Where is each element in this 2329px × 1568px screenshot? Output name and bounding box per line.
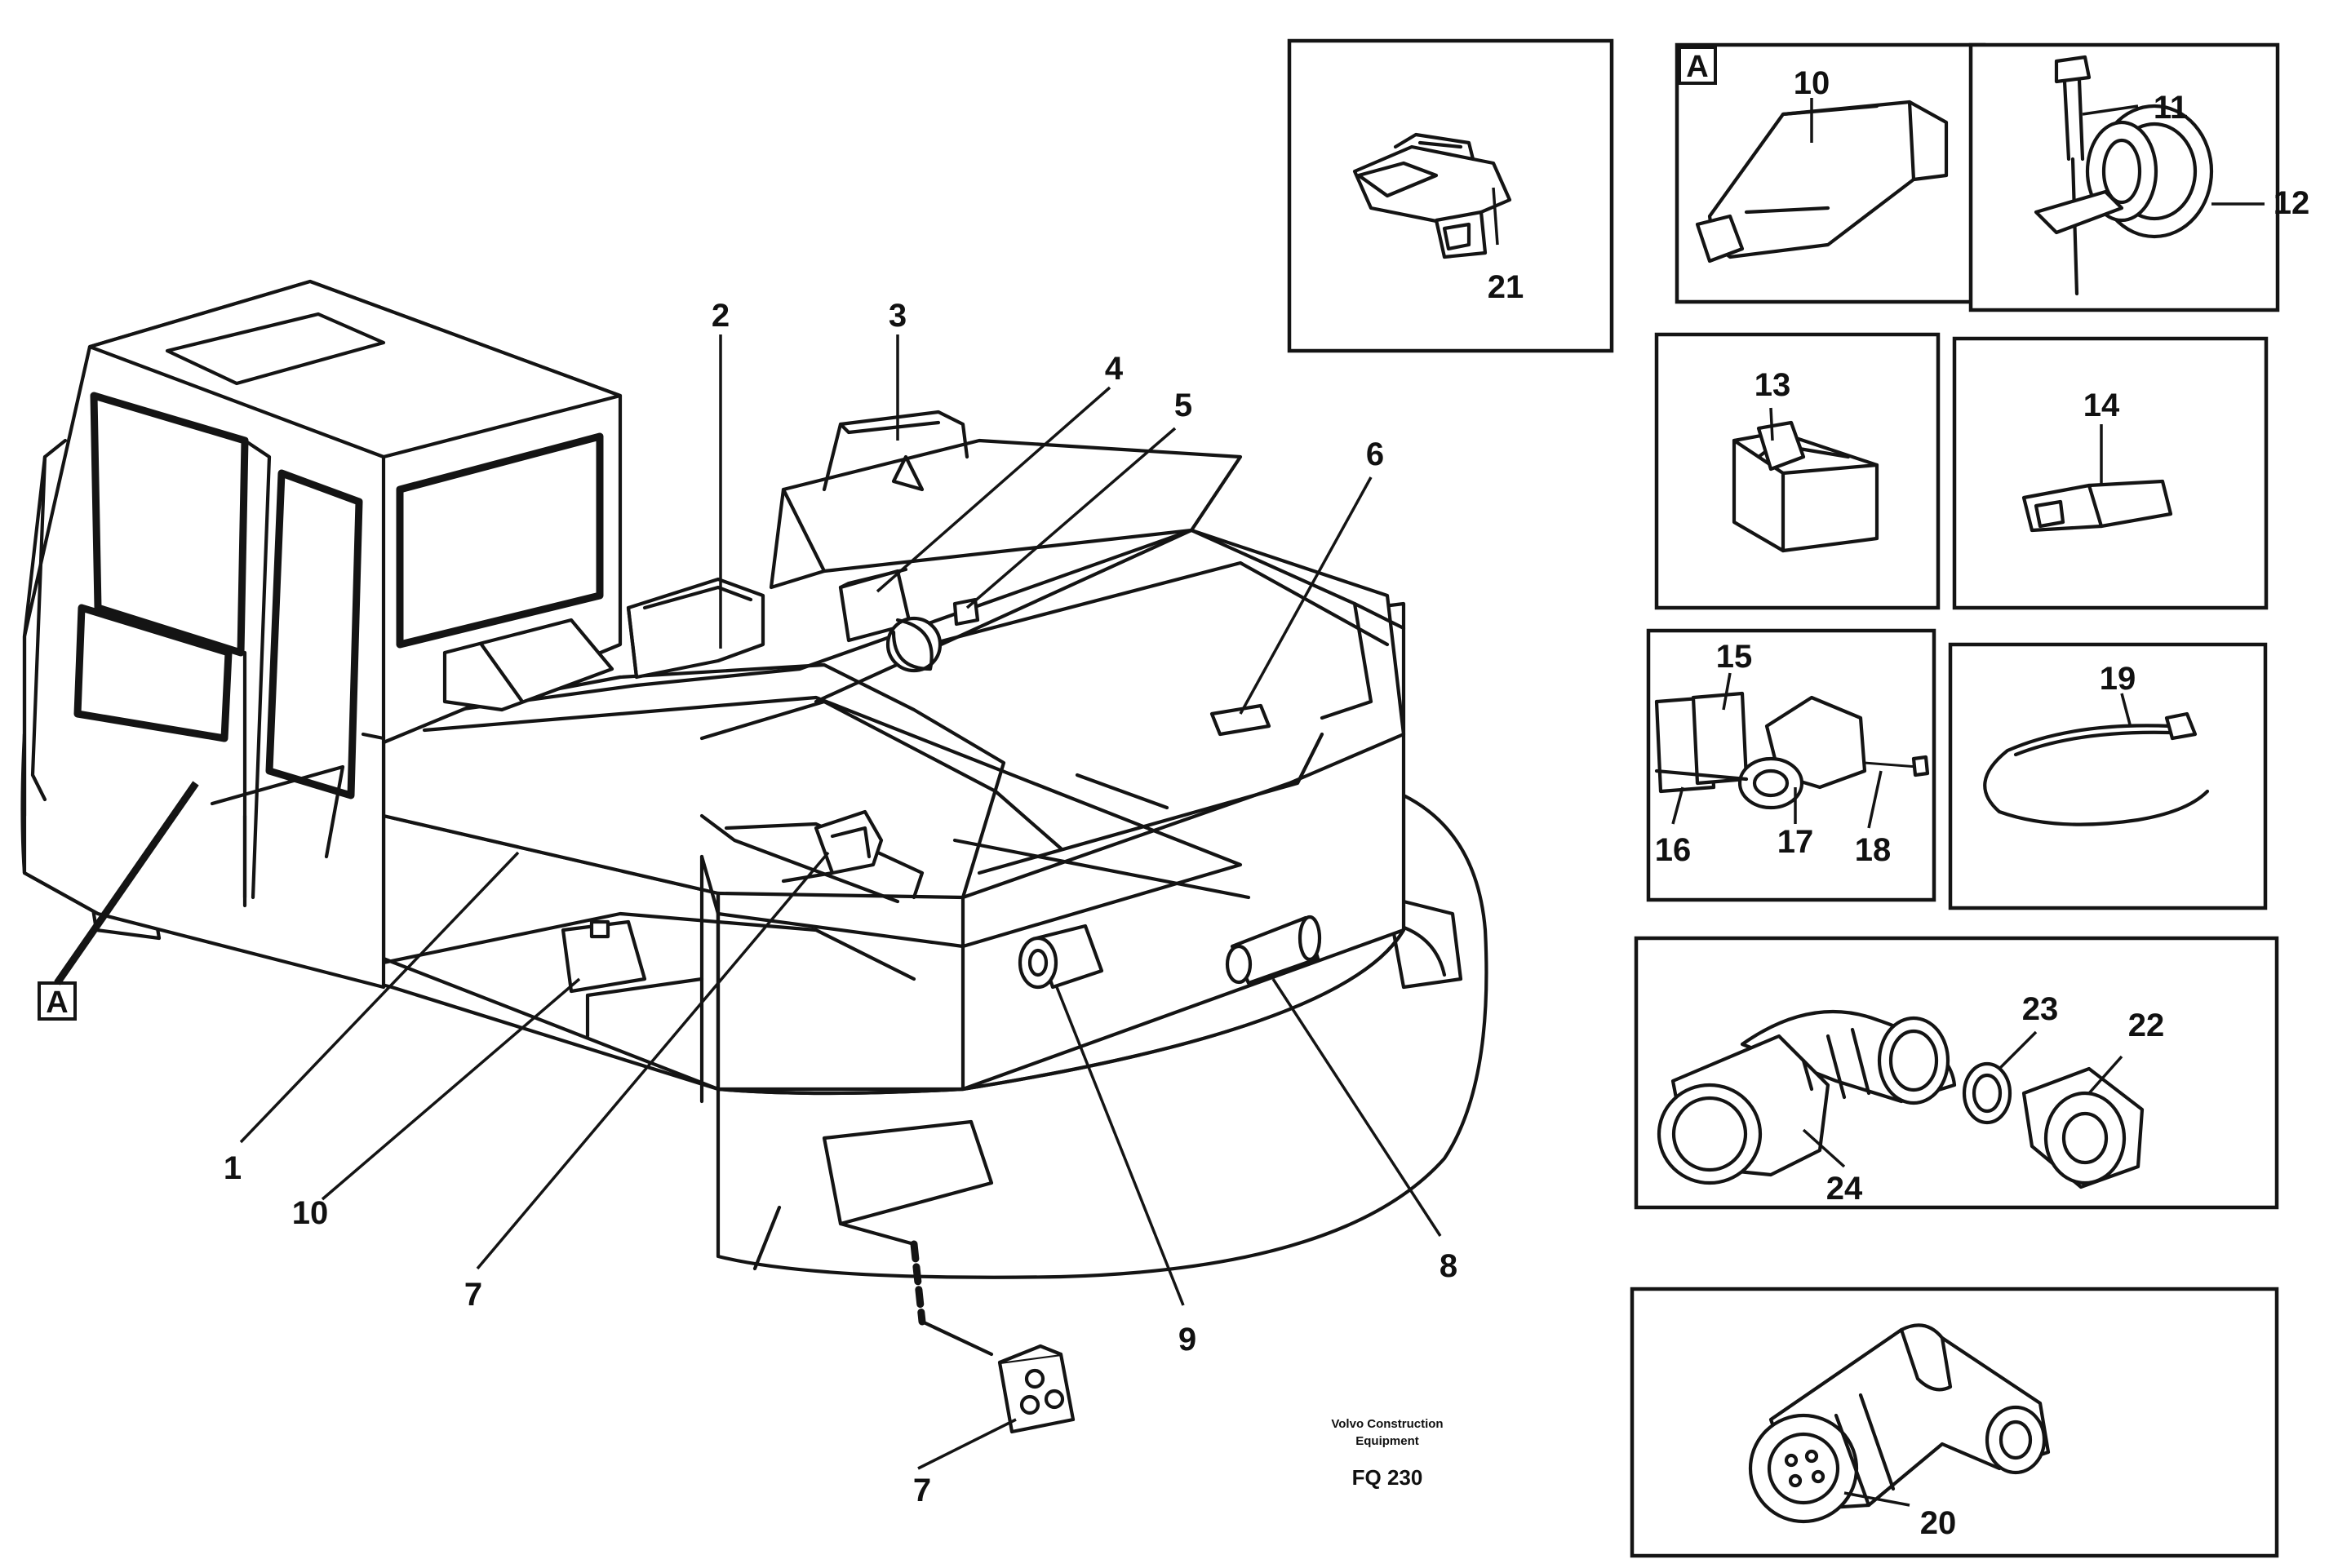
callout-2: 2 bbox=[712, 298, 730, 334]
component-9-connector bbox=[1018, 924, 1104, 990]
callout-8: 8 bbox=[1440, 1248, 1457, 1284]
detail-panel-11: A bbox=[1675, 42, 1986, 304]
callout-7-lower: 7 bbox=[913, 1473, 931, 1508]
callout-4: 4 bbox=[1105, 351, 1124, 387]
component-7-work-lamp bbox=[781, 809, 884, 884]
callout-13: 12 bbox=[2274, 185, 2310, 221]
detail-panel-20 bbox=[1948, 642, 2268, 910]
component-5-fan-unit bbox=[885, 597, 980, 673]
callout-7-upper: 7 bbox=[464, 1277, 482, 1313]
detail-panel-23-25 bbox=[1634, 936, 2279, 1210]
callout-10: 10 bbox=[292, 1195, 329, 1231]
caption-division: Equipment bbox=[1355, 1434, 1419, 1448]
component-2-fuse-box bbox=[626, 577, 765, 680]
detail-panel-16-19 bbox=[1646, 628, 1936, 902]
detail-panel-15 bbox=[1952, 336, 2269, 610]
component-7-rear-lamp bbox=[838, 1221, 1076, 1434]
component-10-switch-box bbox=[561, 919, 647, 994]
callout-labels: 2 3 4 5 6 1 10 7 8 9 7 21 10 11 12 13 14… bbox=[224, 65, 2309, 1541]
callout-22: 21 bbox=[1488, 269, 1524, 305]
callout-5: 5 bbox=[1174, 388, 1192, 423]
callout-11: 10 bbox=[1794, 65, 1830, 101]
detail-panel-12-13 bbox=[1968, 42, 2280, 312]
figure-caption: Volvo Construction Equipment FQ 230 bbox=[1331, 1417, 1443, 1490]
view-a-marker-label: A bbox=[46, 986, 68, 1020]
component-8-horn bbox=[1225, 915, 1322, 986]
callout-15: 14 bbox=[2083, 388, 2120, 423]
callout-3: 3 bbox=[889, 298, 907, 334]
callout-14: 13 bbox=[1755, 367, 1791, 403]
detail-panel-14 bbox=[1654, 332, 1941, 610]
callout-17: 16 bbox=[1655, 832, 1692, 868]
callout-24: 23 bbox=[2022, 991, 2059, 1027]
callout-12: 11 bbox=[2154, 90, 2188, 126]
excavator-body bbox=[20, 410, 1488, 1279]
callout-25: 24 bbox=[1826, 1171, 1863, 1207]
figure-code: FQ 230 bbox=[1352, 1465, 1423, 1490]
callout-21: 20 bbox=[1920, 1505, 1957, 1541]
panel-a-marker: A bbox=[1686, 50, 1708, 84]
detail-panel-21 bbox=[1630, 1287, 2279, 1558]
callout-6: 6 bbox=[1366, 436, 1384, 472]
callout-20: 19 bbox=[2100, 661, 2136, 697]
detail-panel-22 bbox=[1287, 38, 1614, 353]
leader-lines bbox=[239, 334, 1442, 1470]
callout-9: 9 bbox=[1178, 1322, 1196, 1358]
callout-1: 1 bbox=[224, 1150, 242, 1186]
caption-company: Volvo Construction bbox=[1331, 1417, 1443, 1431]
callout-16: 15 bbox=[1716, 639, 1753, 675]
callout-23: 22 bbox=[2128, 1008, 2165, 1043]
callout-18: 17 bbox=[1777, 824, 1814, 860]
callout-19: 18 bbox=[1855, 832, 1892, 868]
view-a-marker: A bbox=[38, 781, 199, 1021]
cab-roof-box bbox=[442, 618, 614, 712]
